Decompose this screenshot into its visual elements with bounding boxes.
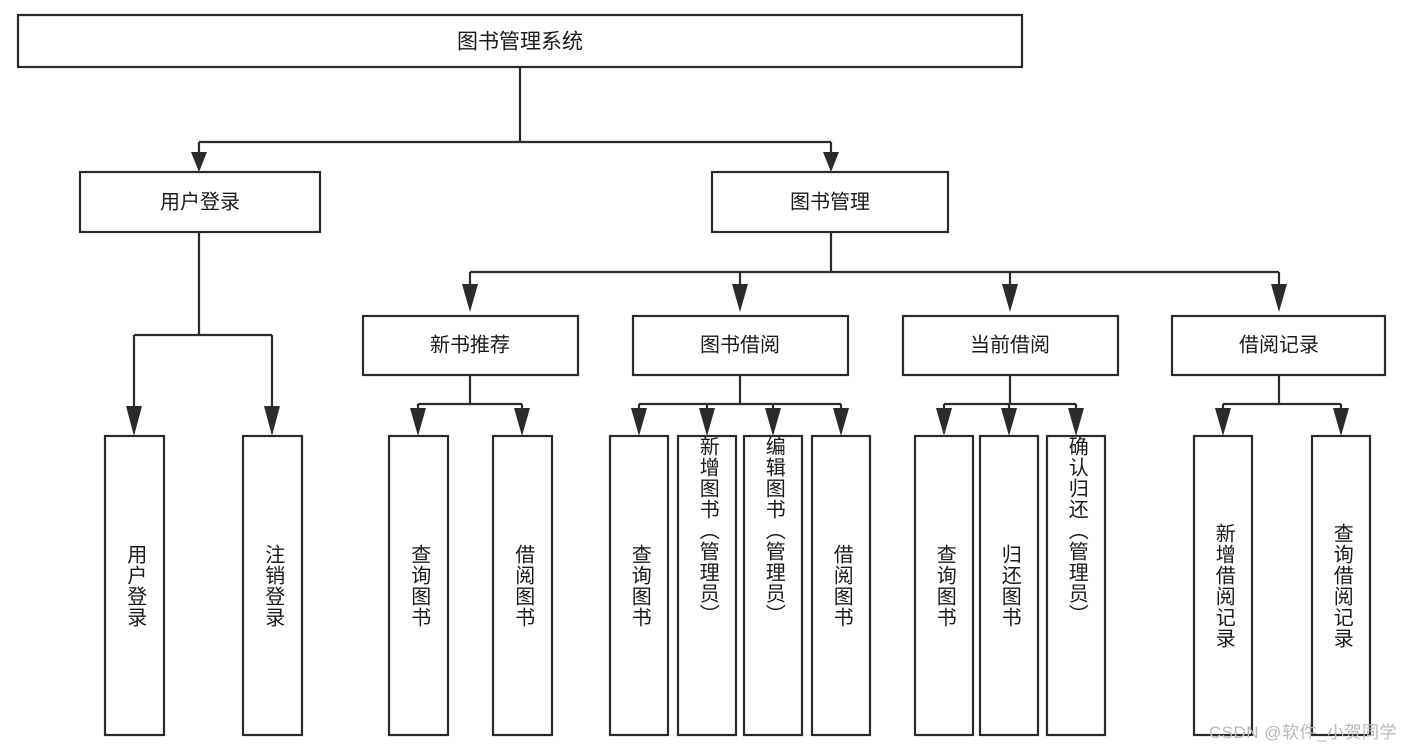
connector-bookborrow-bus — [637, 402, 843, 412]
node-current-borrow[interactable] — [901, 314, 1120, 377]
node-book-borrow-label: 图书借阅 — [700, 333, 780, 356]
node-current-borrow-label: 当前借阅 — [970, 333, 1050, 356]
leaf-box-book-borrow-3[interactable] — [742, 434, 804, 737]
leaf-box-book-borrow-4[interactable] — [810, 434, 872, 737]
arrowhead-newbook-leaf-1 — [410, 408, 426, 436]
node-user-login[interactable] — [78, 170, 322, 234]
node-borrow-record-label: 借阅记录 — [1239, 333, 1319, 356]
watermark: CSDN @软件_小贺同学 — [1208, 723, 1397, 742]
node-book-manage[interactable] — [710, 170, 950, 234]
leaf-box-current-borrow-2[interactable] — [978, 434, 1040, 737]
arrowhead-new-book — [462, 284, 478, 312]
node-book-borrow[interactable] — [631, 314, 850, 377]
arrowhead-book-borrow — [732, 284, 748, 312]
arrowhead-currentborrow-leaf-3 — [1068, 408, 1084, 436]
connector-bookmanage-bus — [468, 270, 1281, 288]
arrowhead-bookborrow-leaf-2 — [699, 408, 715, 436]
arrowhead-book-manage — [823, 152, 839, 172]
connector-root-bus — [197, 140, 833, 158]
arrowhead-current-borrow — [1002, 284, 1018, 312]
connector-userlogin-bus — [132, 333, 274, 410]
arrowhead-currentborrow-leaf-1 — [936, 408, 952, 436]
leaf-box-user-login-2[interactable] — [241, 434, 304, 737]
arrowhead-bookborrow-leaf-1 — [631, 408, 647, 436]
leaf-box-user-login-1[interactable] — [103, 434, 166, 737]
arrowhead-user-login — [191, 152, 207, 172]
arrowhead-bookborrow-leaf-4 — [833, 408, 849, 436]
node-layer: 图书管理系统 用户登录 图书管理 新书推荐 图书借阅 当前借阅 借阅记录 — [16, 13, 1387, 737]
arrowhead-borrowrecord-leaf-1 — [1215, 408, 1231, 436]
arrowhead-borrowrecord-leaf-2 — [1333, 408, 1349, 436]
node-root[interactable] — [16, 13, 1024, 69]
node-book-manage-label: 图书管理 — [790, 190, 870, 213]
leaf-box-borrow-record-1[interactable] — [1192, 434, 1254, 737]
leaf-box-current-borrow-1[interactable] — [913, 434, 975, 737]
connector-newbook-bus — [416, 402, 524, 412]
arrowhead-currentborrow-leaf-2 — [1001, 408, 1017, 436]
connector-layer — [126, 67, 1349, 436]
node-root-label: 图书管理系统 — [457, 31, 583, 54]
connector-borrowrecord-bus — [1221, 402, 1343, 412]
leaf-box-borrow-record-2[interactable] — [1310, 434, 1372, 737]
arrowhead-leaf-logout — [264, 406, 280, 436]
arrowhead-borrow-record — [1271, 284, 1287, 312]
leaf-box-new-book-1[interactable] — [387, 434, 450, 737]
leaf-box-current-borrow-3[interactable] — [1045, 434, 1107, 737]
arrowhead-bookborrow-leaf-3 — [765, 408, 781, 436]
node-user-login-label: 用户登录 — [160, 190, 240, 213]
node-new-book-recommend-label: 新书推荐 — [430, 333, 510, 356]
node-borrow-record[interactable] — [1170, 314, 1387, 377]
leaf-box-book-borrow-2[interactable] — [676, 434, 738, 737]
leaf-box-new-book-2[interactable] — [491, 434, 554, 737]
node-new-book-recommend[interactable] — [361, 314, 580, 377]
leaf-box-book-borrow-1[interactable] — [608, 434, 670, 737]
arrowhead-leaf-user-login — [126, 406, 142, 436]
arrowhead-newbook-leaf-2 — [514, 408, 530, 436]
